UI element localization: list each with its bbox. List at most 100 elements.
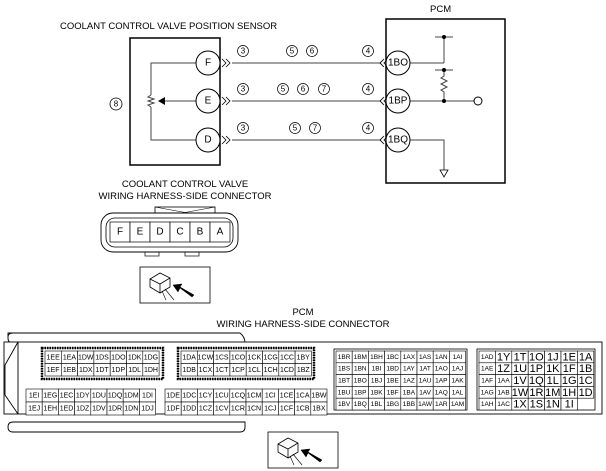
pcm-pin-circle	[385, 127, 411, 153]
sensor-pin-label: F	[205, 58, 211, 69]
terminal-label: 1DG	[144, 354, 158, 361]
sensor-pin-circle	[195, 50, 221, 76]
wire-ref-label: 6	[310, 47, 315, 56]
terminal-label: 1CN	[247, 406, 261, 413]
terminal-label: 1BE	[387, 378, 400, 385]
terminal-cell	[294, 363, 312, 377]
terminal-label: 1DT	[95, 367, 109, 374]
terminal-cell	[577, 386, 595, 399]
terminal-label: 1O	[529, 351, 544, 363]
terminal-label: 1Y	[497, 351, 511, 363]
pcm-pin-label: 1BQ	[388, 135, 408, 146]
terminal-label: 1BP	[354, 389, 366, 396]
terminal-label: 1CL	[248, 367, 261, 374]
terminal-label: 1Q	[529, 375, 544, 387]
pcm-pin-label: 1BO	[388, 58, 408, 69]
connector-chevron-icon	[221, 135, 231, 145]
terminal-label: 1CZ	[199, 406, 213, 413]
terminal-label: 1CB	[296, 406, 310, 413]
terminal-label: 1CX	[199, 367, 213, 374]
terminal-label: 1BC	[386, 354, 399, 361]
terminal-label: 1T	[514, 351, 527, 363]
terminal-label: 1BB	[403, 401, 415, 408]
terminal-label: 1DL	[128, 367, 141, 374]
wire-ref-label: 4	[366, 124, 371, 133]
terminal-label: 1AW	[418, 401, 433, 408]
terminal-label: 1BW	[311, 393, 327, 400]
terminal-label: 1CG	[263, 354, 277, 361]
terminal-circle-icon	[473, 96, 483, 106]
terminal-label: 1AT	[419, 366, 430, 373]
harness-side-view-icon	[267, 431, 339, 469]
terminal-label: 1CY	[199, 393, 213, 400]
terminal-label: 1CQ	[231, 393, 246, 400]
terminal-label: 1DH	[144, 367, 158, 374]
terminal-label: 1AB	[497, 389, 509, 396]
sensor-title: COOLANT CONTROL VALVE POSITION SENSOR	[60, 21, 277, 32]
valve-pin-label: C	[176, 227, 183, 238]
terminal-label: 1BT	[338, 378, 350, 385]
junction-dot	[442, 35, 446, 39]
wire-ref-label: 3	[241, 47, 246, 56]
terminal-label: 1CH	[264, 367, 278, 374]
terminal-label: 1CW	[198, 354, 214, 361]
terminal-label: 1AE	[481, 366, 494, 373]
wire-ref-label: 4	[366, 47, 371, 56]
terminal-label: 1BV	[338, 401, 351, 408]
terminal-label: 1AX	[403, 354, 416, 361]
wire-ref-label: 7	[313, 124, 318, 133]
terminal-label: 1W	[512, 387, 529, 399]
terminal-label: 1CT	[215, 367, 229, 374]
terminal-label: 1AC	[497, 401, 510, 408]
terminal-label: 1CK	[248, 354, 262, 361]
ref-circle	[289, 122, 301, 134]
ref-circle	[318, 83, 330, 95]
terminal-label: 1AU	[419, 378, 432, 385]
ref-circle	[237, 45, 249, 57]
terminal-label: 1CU	[215, 393, 229, 400]
terminal-label: 1BS	[338, 366, 351, 373]
terminal-label: 1U	[513, 363, 527, 375]
wire-ref-label: 7	[322, 85, 327, 94]
ref-circle	[237, 83, 249, 95]
terminal-label: 1CC	[280, 354, 294, 361]
pcm-pin-circle	[385, 50, 411, 76]
terminal-label: 1A	[579, 351, 593, 363]
ref-circle	[306, 45, 318, 57]
valve-pin-label: B	[197, 227, 204, 238]
terminal-label: 1AD	[481, 354, 494, 361]
pcm-internal-circuit	[409, 36, 474, 170]
terminal-label: 1DD	[182, 406, 196, 413]
terminal-label: 1BJ	[371, 378, 382, 385]
terminal-label: 1AK	[451, 378, 464, 385]
terminal-label: 1DO	[111, 354, 126, 361]
arrow-icon	[300, 448, 323, 463]
sensor-pin-label: E	[205, 96, 212, 107]
wire-ref-label: 5	[293, 124, 298, 133]
terminal-label: 1CO	[231, 354, 246, 361]
connector-chevron-icon	[221, 96, 231, 106]
terminal-label: 1BR	[338, 354, 351, 361]
terminal-label: 1AS	[419, 354, 432, 361]
terminal-label: 1BO	[354, 378, 367, 385]
terminal-label: 1L	[547, 375, 559, 387]
wire-ref-label: 6	[301, 85, 306, 94]
terminal-label: 1AY	[403, 366, 415, 373]
terminal-label: 1R	[529, 387, 543, 399]
terminal-label: 1C	[579, 375, 593, 387]
terminal-label: 1EB	[63, 367, 77, 374]
terminal-label: 1DN	[124, 406, 138, 413]
terminal-label: 1DQ	[108, 393, 123, 400]
terminal-label: 1BL	[371, 401, 383, 408]
terminal-label: 1AP	[435, 378, 447, 385]
valve-pin-label: D	[156, 227, 163, 238]
ref-circle	[362, 122, 374, 134]
terminal-label: 1DK	[128, 354, 142, 361]
terminal-label: 1S	[530, 399, 543, 411]
terminal-label: 1DI	[142, 393, 153, 400]
